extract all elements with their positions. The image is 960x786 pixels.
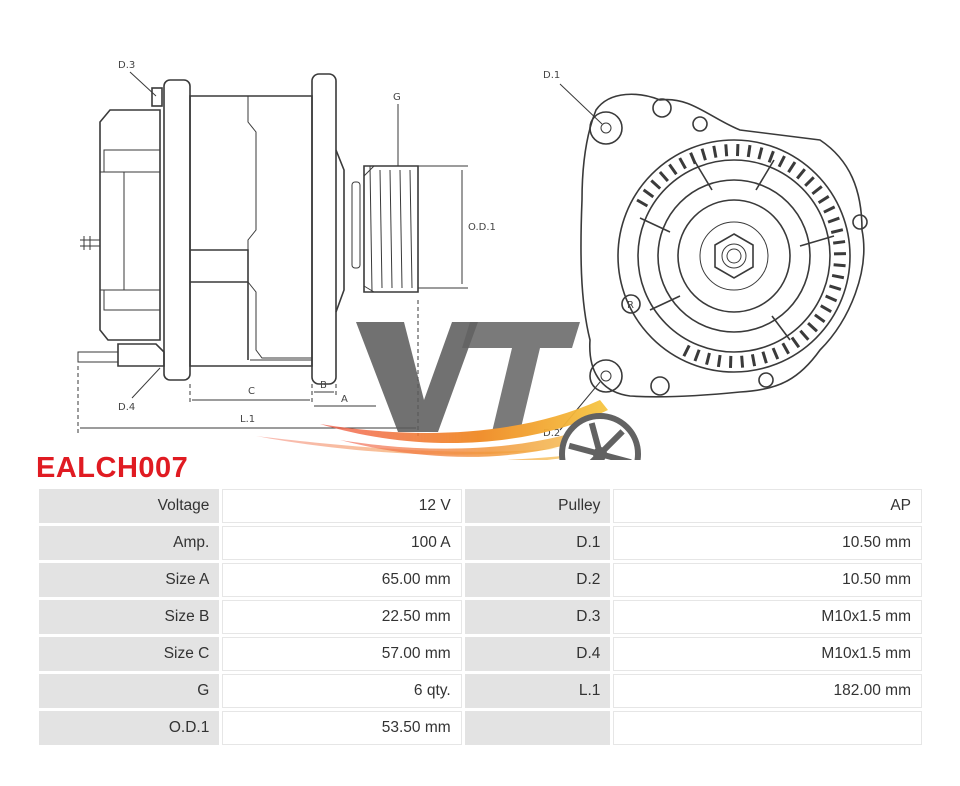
- side-view: O.D.1 G D.3 D.4 C B A L.1: [77, 60, 496, 436]
- cooling-slot: [642, 188, 655, 199]
- cooling-slot: [757, 147, 764, 160]
- cooling-slot: [636, 198, 649, 208]
- cooling-slot: [790, 336, 801, 349]
- d3-label: D.3: [118, 60, 135, 71]
- cooling-slot: [716, 354, 722, 368]
- spec-label: L.1: [464, 674, 611, 708]
- cooling-slot: [658, 170, 669, 182]
- cooling-slot: [750, 354, 757, 367]
- d4-label: D.4: [118, 402, 135, 413]
- spec-value: 10.50 mm: [613, 526, 922, 560]
- part-number: EALCH007: [36, 452, 189, 484]
- spec-value: 57.00 mm: [222, 637, 462, 671]
- cooling-slot: [712, 145, 718, 158]
- front-view: R D.1 D.2: [543, 70, 868, 439]
- spec-value: 12 V: [222, 489, 462, 523]
- spec-label: D.1: [464, 526, 611, 560]
- cooling-slot: [799, 329, 810, 341]
- spec-value: 6 qty.: [222, 674, 462, 708]
- d1-label: D.1: [543, 70, 560, 81]
- cooling-slot: [807, 322, 818, 333]
- d2-label: D.2: [543, 428, 560, 439]
- cooling-slot: [827, 216, 840, 224]
- cooling-slot: [693, 349, 701, 362]
- c-label: C: [248, 386, 255, 397]
- spec-label: D.4: [464, 637, 611, 671]
- cooling-slot: [781, 342, 790, 355]
- alternator-drawing: O.D.1 G D.3 D.4 C B A L.1: [77, 60, 868, 460]
- cooling-slot: [767, 150, 775, 163]
- watermark-logo: [256, 322, 641, 460]
- cooling-slot: [678, 157, 687, 170]
- cooling-slot: [831, 273, 845, 280]
- spec-value: 100 A: [222, 526, 462, 560]
- cooling-slot: [689, 152, 697, 165]
- cooling-slot: [796, 168, 806, 180]
- cooling-slot: [825, 294, 838, 303]
- cooling-slot: [746, 144, 752, 158]
- spec-label: D.3: [464, 600, 611, 634]
- spec-label: Voltage: [39, 489, 220, 523]
- cooling-slot: [724, 144, 729, 157]
- spec-value: 22.50 mm: [222, 600, 462, 634]
- spec-value: 10.50 mm: [613, 563, 922, 597]
- cooling-slot: [828, 284, 842, 291]
- cooling-slot: [817, 195, 830, 204]
- spec-label: Size B: [39, 600, 220, 634]
- cooling-slot: [833, 263, 846, 268]
- spec-label: Size C: [39, 637, 220, 671]
- spec-value: AP: [613, 489, 922, 523]
- cooling-slot: [787, 161, 797, 173]
- cooling-slot: [811, 185, 823, 196]
- cooling-slot: [700, 148, 707, 161]
- cooling-slot: [804, 176, 815, 187]
- spec-value: M10x1.5 mm: [613, 600, 922, 634]
- cooling-slot: [823, 205, 836, 214]
- cooling-slot: [777, 155, 786, 168]
- spec-value: 65.00 mm: [222, 563, 462, 597]
- a-label: A: [341, 394, 348, 405]
- registered-mark: R: [627, 300, 634, 311]
- spec-label: Size A: [39, 563, 220, 597]
- spec-label: D.2: [464, 563, 611, 597]
- b-label: B: [320, 380, 327, 391]
- spec-value: [613, 711, 922, 745]
- cooling-slot: [832, 240, 846, 245]
- cooling-slot: [820, 304, 832, 313]
- cooling-slot: [830, 228, 844, 234]
- spec-value: M10x1.5 mm: [613, 637, 922, 671]
- cooling-slot: [771, 347, 780, 360]
- cooling-slot: [740, 355, 745, 368]
- spec-label: G: [39, 674, 220, 708]
- spec-label: Pulley: [464, 489, 611, 523]
- cooling-slot: [682, 344, 691, 357]
- g-label: G: [393, 92, 401, 103]
- cooling-slot: [705, 352, 711, 365]
- spec-label: Amp.: [39, 526, 220, 560]
- cooling-slot: [668, 163, 678, 176]
- l1-label: L.1: [240, 414, 255, 425]
- spec-label: [464, 711, 611, 745]
- spec-value: 182.00 mm: [613, 674, 922, 708]
- cooling-slot: [650, 179, 662, 190]
- spec-value: 53.50 mm: [222, 711, 462, 745]
- spec-label: O.D.1: [39, 711, 220, 745]
- cooling-slot: [761, 351, 768, 364]
- od1-label: O.D.1: [468, 222, 496, 233]
- cooling-slot: [814, 313, 826, 324]
